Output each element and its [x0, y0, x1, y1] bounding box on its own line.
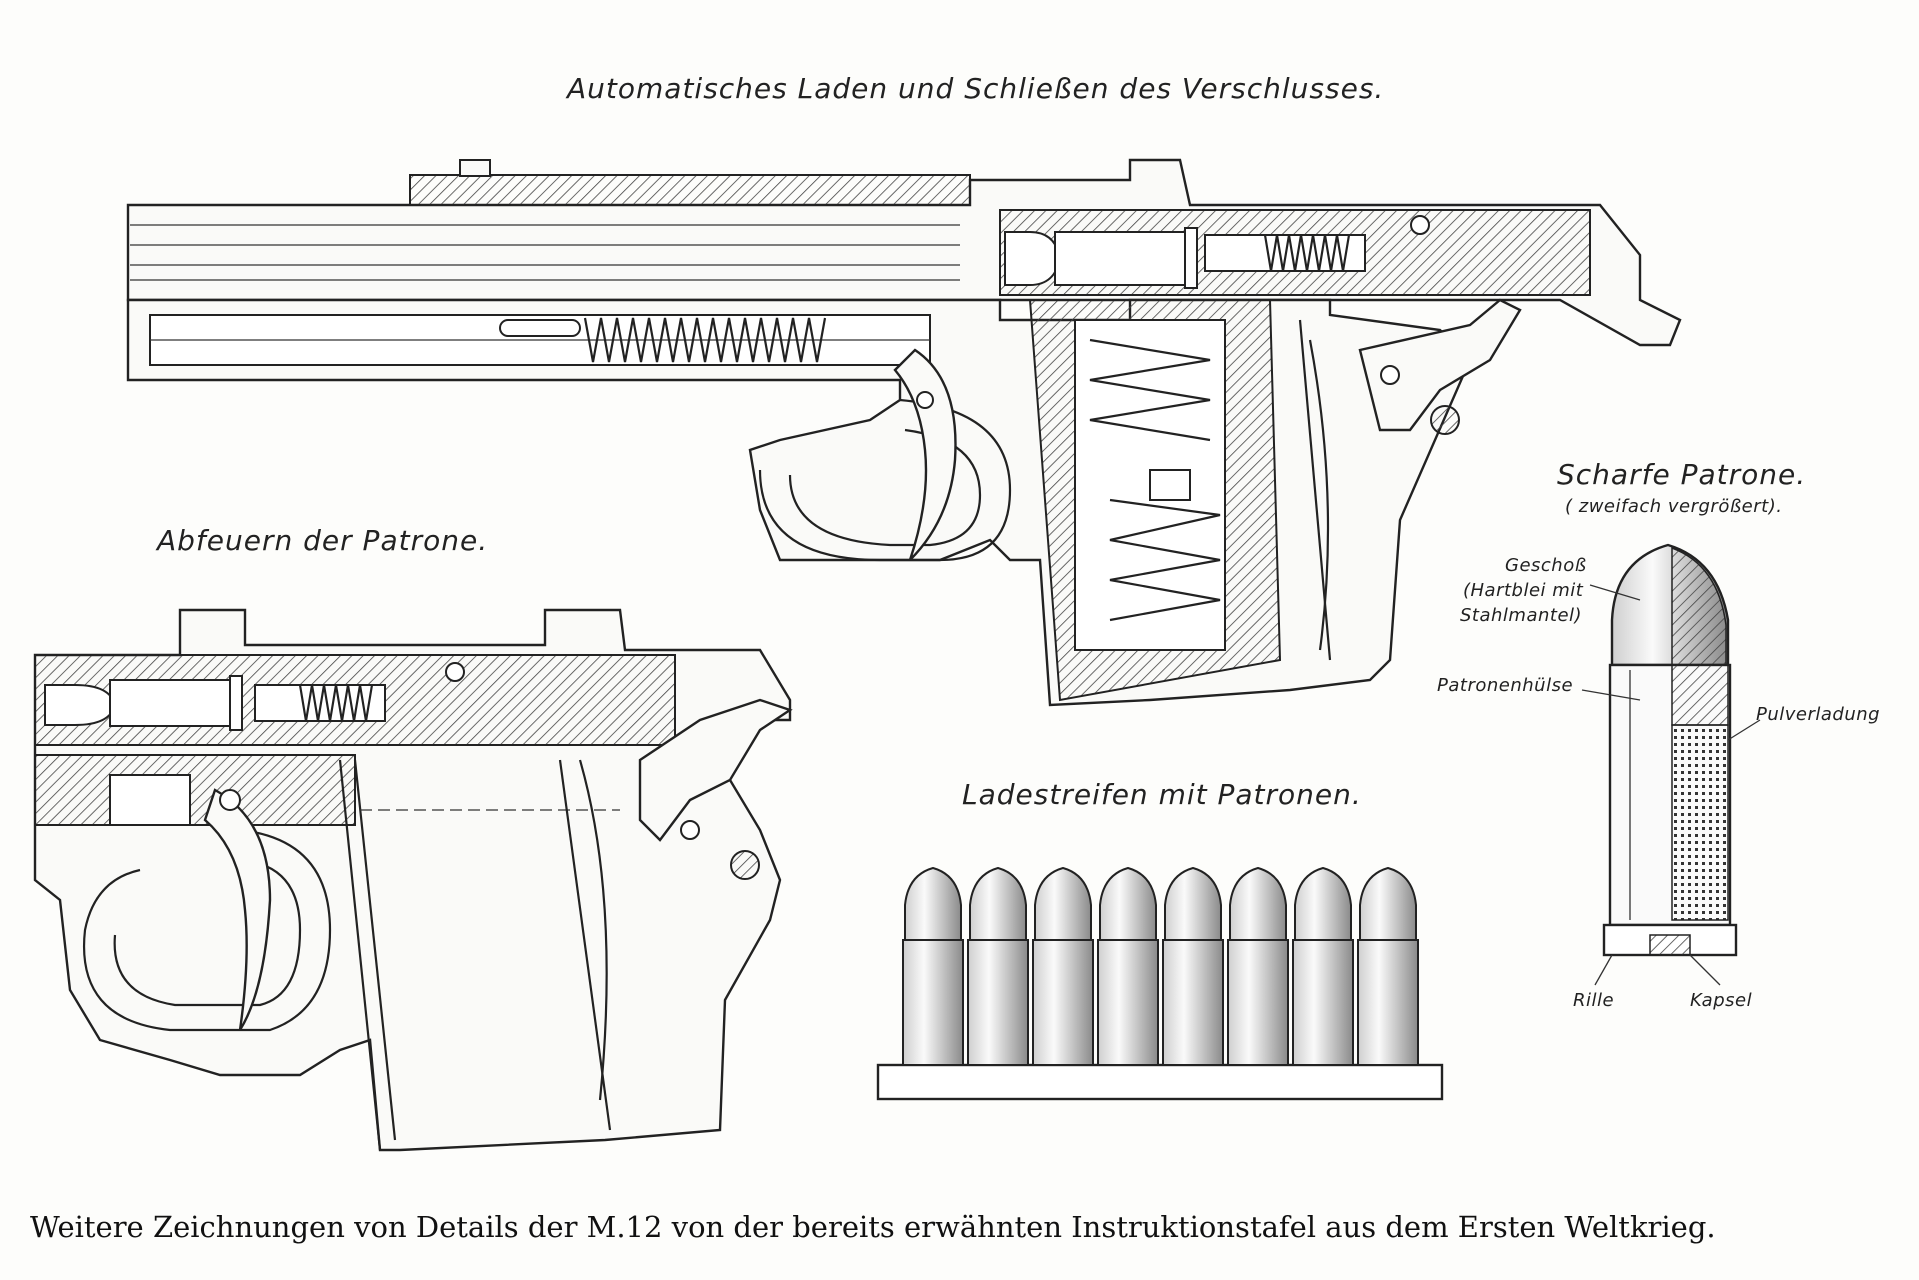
label-case: Patronenhülse — [1437, 675, 1574, 696]
clip-round — [1292, 866, 1354, 1066]
label-primer: Kapsel — [1690, 990, 1753, 1011]
title-cartridge: Scharfe Patrone. — [1557, 458, 1807, 491]
clip-round — [967, 866, 1029, 1066]
clip-round — [1032, 866, 1094, 1066]
pistol-loading-view — [126, 158, 1682, 707]
clip-round — [1357, 866, 1419, 1066]
clip-round — [1227, 866, 1289, 1066]
title-clip: Ladestreifen mit Patronen. — [962, 778, 1362, 811]
label-bullet: Geschoß — [1505, 555, 1587, 576]
figure-caption: Weitere Zeichnungen von Details der M.12… — [30, 1210, 1716, 1244]
label-bullet-detail-1: (Hartblei mit — [1463, 580, 1584, 601]
clip-round — [1097, 866, 1159, 1066]
label-groove: Rille — [1573, 990, 1615, 1011]
title-loading: Automatisches Laden und Schließen des Ve… — [567, 72, 1385, 105]
pistol-firing-view — [33, 608, 793, 1152]
cartridge-clip — [876, 866, 1444, 1101]
subtitle-cartridge: ( zweifach vergrößert). — [1565, 496, 1783, 517]
title-firing: Abfeuern der Patrone. — [157, 524, 489, 557]
clip-round — [902, 866, 964, 1066]
cartridge-section — [1581, 543, 1761, 986]
clip-round — [1162, 866, 1224, 1066]
label-powder: Pulverladung — [1756, 704, 1881, 725]
label-bullet-detail-2: Stahlmantel) — [1460, 605, 1583, 626]
